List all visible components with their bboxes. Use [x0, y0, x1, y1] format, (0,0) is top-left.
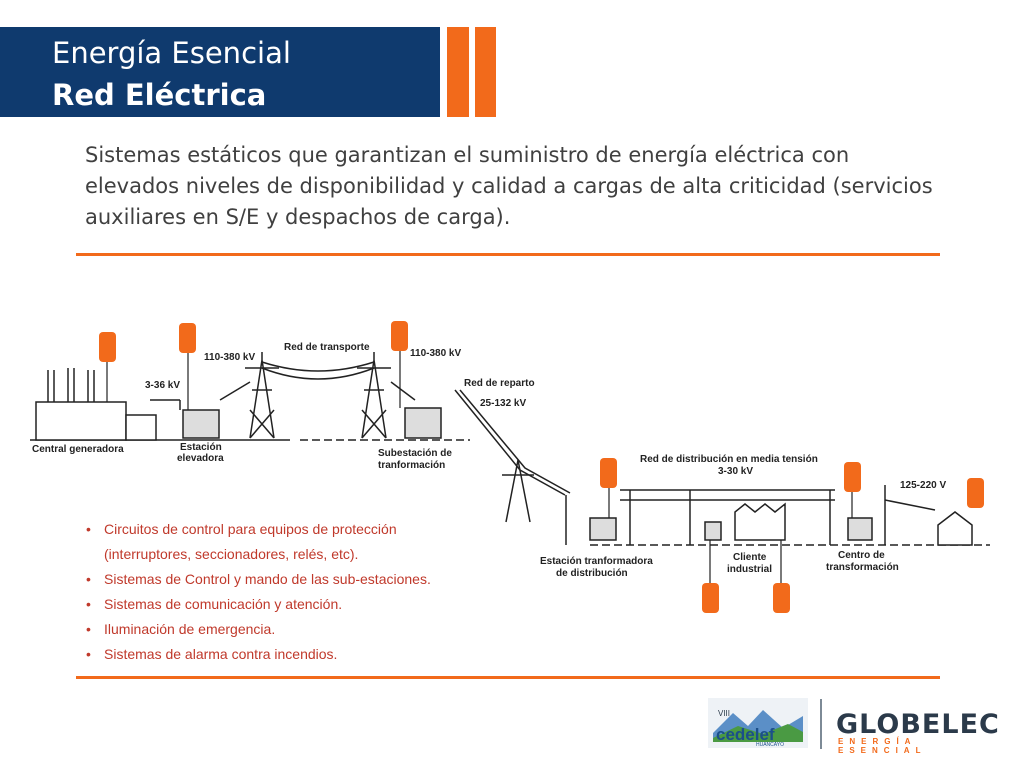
label-centro-1: Centro de: [838, 550, 885, 561]
label-red-reparto: Red de reparto: [464, 378, 535, 389]
ups-unit-5: [844, 462, 861, 492]
label-v-25-132: 25-132 kV: [480, 398, 526, 409]
label-central: Central generadora: [32, 444, 124, 455]
ups-unit-7: [702, 583, 719, 613]
ups-unit-4: [600, 458, 617, 488]
label-v-3-30: 3-30 kV: [718, 466, 753, 477]
label-estacion-dist-1: Estación tranformadora: [540, 556, 653, 567]
power-network-diagram: Central generadora 3-36 kV Estación elev…: [30, 321, 990, 613]
bullet-item: Sistemas de Control y mando de las sub-e…: [84, 567, 431, 592]
label-estacion-2: elevadora: [177, 453, 224, 464]
accent-bar-left: [447, 27, 469, 117]
label-v-110-380-a: 110-380 kV: [204, 352, 255, 363]
transformation-center-icon: [847, 517, 873, 541]
divider-top: [76, 253, 940, 256]
ups-unit-8: [773, 583, 790, 613]
label-v-110-380-b: 110-380 kV: [410, 348, 461, 359]
ups-unit-3: [391, 321, 408, 351]
bullet-item: Iluminación de emergencia.: [84, 617, 431, 642]
bullet-item: Sistemas de comunicación y atención.: [84, 592, 431, 617]
label-cliente-2: industrial: [727, 564, 772, 575]
svg-text:VIII: VIII: [718, 709, 730, 718]
ups-unit-6: [967, 478, 984, 508]
footer-logos: VIII cedelef HUANCAYO GLOBELEC ENERGÍA E…: [700, 693, 1010, 755]
accent-bar-right: [475, 27, 496, 117]
bullet-item-continuation: (interruptores, seccionadores, relés, et…: [104, 546, 359, 562]
step-up-transformer-icon: [182, 409, 220, 439]
substation-transformer-icon: [404, 407, 442, 439]
ups-unit-1: [99, 332, 116, 362]
divider-bottom: [76, 676, 940, 679]
label-v-125-220: 125-220 V: [900, 480, 946, 491]
factory-icon: [734, 502, 786, 541]
label-estacion-dist-2: de distribución: [556, 568, 628, 579]
slide-subtitle: Red Eléctrica: [52, 78, 267, 112]
bullet-item: Circuitos de control para equipos de pro…: [84, 517, 431, 542]
slide-title: Energía Esencial: [52, 36, 291, 70]
label-v-3-36: 3-36 kV: [145, 380, 180, 391]
label-subestacion-2: tranformación: [378, 460, 445, 471]
cedelef-logo: VIII cedelef HUANCAYO: [708, 698, 808, 748]
label-estacion-1: Estación: [180, 442, 222, 453]
bullet-item: Sistemas de alarma contra incendios.: [84, 642, 431, 667]
label-centro-2: transformación: [826, 562, 899, 573]
globelec-tagline: ENERGÍA ESENCIAL: [838, 737, 927, 755]
distribution-transformer-icon: [589, 517, 617, 541]
ups-unit-2: [179, 323, 196, 353]
bullet-list: Circuitos de control para equipos de pro…: [84, 517, 431, 667]
svg-text:HUANCAYO: HUANCAYO: [756, 742, 784, 748]
logo-separator: [820, 699, 822, 749]
label-cliente-1: Cliente: [733, 552, 767, 563]
globelec-logo: GLOBELEC: [836, 709, 1000, 740]
label-subestacion-1: Subestación de: [378, 448, 452, 459]
label-red-distribucion: Red de distribución en media tensión: [640, 454, 818, 465]
svg-text:cedelef: cedelef: [716, 725, 775, 744]
label-red-transporte: Red de transporte: [284, 342, 370, 353]
house-icon: [937, 511, 973, 546]
title-band: [0, 27, 440, 117]
power-plant-icon: [35, 401, 127, 441]
intro-paragraph: Sistemas estáticos que garantizan el sum…: [85, 143, 933, 229]
tower-icon-3: [502, 459, 534, 523]
